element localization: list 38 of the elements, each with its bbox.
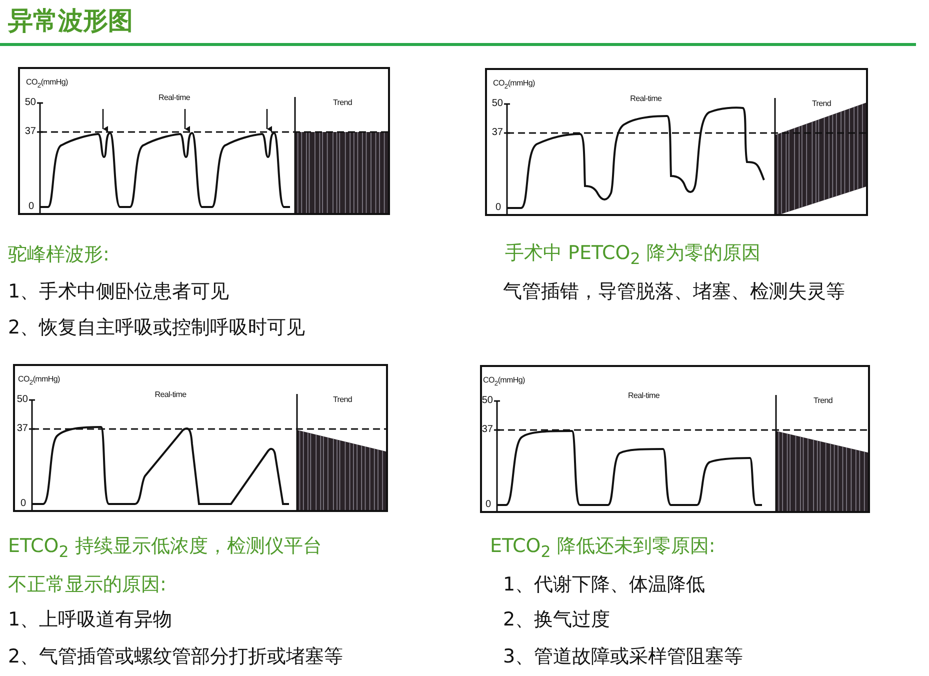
tick-label: 0 (28, 201, 34, 213)
tick-label: 37 (492, 127, 503, 139)
tick-label: 50 (482, 395, 493, 407)
chart-title: Trend (813, 396, 833, 406)
chart-title: Trend (332, 98, 352, 108)
axis-label: CO$_{2}$(mmHg) (18, 374, 60, 388)
list-item: 1、手术中侧卧位患者可见 (8, 280, 230, 304)
list-item: 2、换气过度 (503, 608, 610, 632)
list-item: 1、代谢下降、体温降低 (503, 574, 706, 596)
chart-title: Real-time (630, 94, 662, 104)
chart-title: Real-time (158, 93, 190, 103)
tick-label: 0 (20, 498, 26, 510)
axis-label: CO$_{2}$(mmHg) (26, 78, 68, 90)
tick-label: 50 (24, 97, 36, 109)
page-title: 异常波形图 (8, 6, 133, 36)
heading: 不正常显示的原因: (8, 574, 166, 596)
tick-label: 0 (485, 499, 491, 511)
list-item: 2、恢复自主呼吸或控制呼吸时可见 (8, 316, 306, 340)
list-item: 2、气管插管或螺纹管部分打折或堵塞等 (8, 646, 344, 668)
axis-label: CO$_{2}$(mmHg) (493, 78, 535, 92)
tick-label: 37 (24, 126, 36, 138)
axis-label: CO$_{2}$(mmHg) (483, 376, 525, 388)
tick-label: 0 (495, 202, 501, 214)
chart-title: Trend (812, 99, 832, 109)
list-item: 3、管道故障或采样管阻塞等 (503, 646, 744, 668)
tick-label: 37 (16, 423, 28, 435)
heading: 驼峰样波形: (8, 244, 110, 266)
heading: 手术中 PETCO$_{2}$ 降为零的原因 (505, 242, 760, 268)
list-item: 1、上呼吸道有异物 (8, 608, 172, 632)
tick-label: 50 (16, 394, 28, 406)
tick-label: 37 (482, 424, 493, 436)
chart-title: Real-time (628, 391, 660, 401)
tick-label: 50 (492, 98, 503, 110)
heading: ETCO$_{2}$ 降低还未到零原因: (490, 535, 716, 561)
heading: ETCO$_{2}$ 持续显示低浓度，检测仪平台 (8, 535, 322, 561)
chart-title: Real-time (154, 390, 186, 400)
list-item: 气管插错，导管脱落、堵塞、检测失灵等 (503, 280, 845, 304)
chart-title: Trend (332, 395, 352, 405)
